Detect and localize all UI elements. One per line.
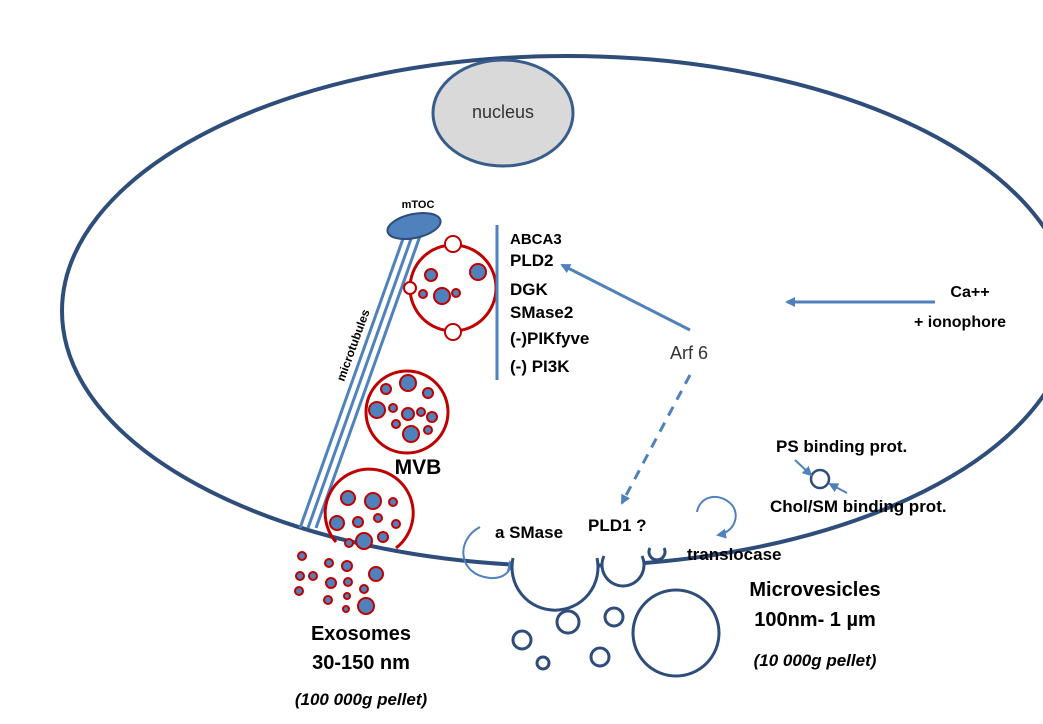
- microvesicles-pellet: (10 000g pellet): [754, 651, 877, 670]
- enzyme-abca3: ABCA3: [510, 231, 562, 248]
- enzyme-pikfyve: (-)PIKfyve: [510, 329, 589, 348]
- microtubules-label: microtubules: [334, 307, 373, 383]
- mtoc-label: mTOC: [402, 199, 435, 211]
- microvesicles-title: Microvesicles: [749, 579, 880, 601]
- nucleus-label: nucleus: [472, 102, 534, 122]
- enzyme-pi3k: (-) PI3K: [510, 357, 570, 376]
- mvb-budding: [403, 235, 498, 341]
- nucleus: nucleus: [431, 58, 575, 168]
- ionophore-label: + ionophore: [914, 314, 1006, 331]
- calcium-label: Ca++: [950, 284, 989, 301]
- ps-binding-label: PS binding prot.: [776, 437, 907, 456]
- arf6-to-pld1-dashed-arrow: [620, 374, 692, 505]
- mvb-fusing: [323, 467, 415, 550]
- ps-binding-arrow: [794, 459, 813, 477]
- exosomes-pellet: (100 000g pellet): [295, 690, 428, 709]
- arf6-to-pld2-arrow: [560, 263, 691, 332]
- chol-binding-arrow: [828, 483, 848, 494]
- arf6-label: Arf 6: [670, 343, 708, 363]
- mtoc: mTOC: [386, 199, 442, 241]
- microtubules: [298, 235, 422, 529]
- asmase-label: a SMase: [495, 523, 563, 542]
- chol-sm-binding-label: Chol/SM binding prot.: [770, 497, 947, 516]
- enzyme-list: ABCA3 PLD2 DGK SMase2 (-)PIKfyve (-) PI3…: [510, 231, 589, 376]
- mvb-mature: [364, 369, 450, 455]
- mvb-label: MVB: [395, 456, 442, 479]
- translocase-curved-arrow: [696, 496, 737, 539]
- exosomes-size: 30-150 nm: [312, 652, 410, 674]
- exosomes-title: Exosomes: [311, 623, 411, 645]
- pld1-label: PLD1 ?: [588, 516, 647, 535]
- microvesicles-size: 100nm- 1 µm: [754, 609, 876, 631]
- binding-vesicle: [809, 468, 831, 490]
- microvesicles-released: [511, 588, 721, 678]
- membrane-buds: [510, 547, 667, 612]
- exosomes-released: [294, 551, 384, 615]
- asmase-curved-arrow: [462, 526, 517, 580]
- enzyme-smase2: SMase2: [510, 303, 573, 322]
- enzyme-pld2: PLD2: [510, 251, 553, 270]
- translocase-label: translocase: [687, 545, 782, 564]
- enzyme-dgk: DGK: [510, 280, 549, 299]
